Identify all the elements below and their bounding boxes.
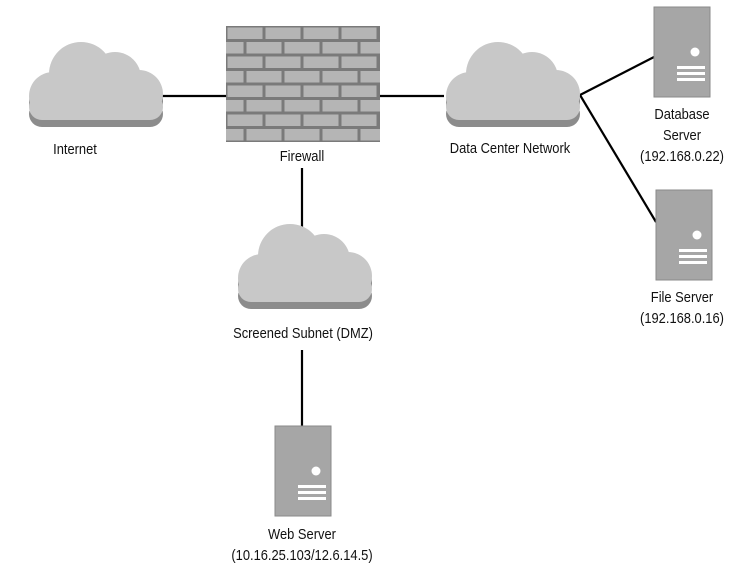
firewall-brick (246, 100, 282, 112)
firewall-brick (360, 42, 380, 54)
internet-cloud-icon (29, 42, 163, 127)
dmz-cloud-icon (238, 224, 372, 309)
firewall-brick (265, 114, 301, 126)
firewall-brick (341, 56, 377, 68)
file-server-label: File Server (192.168.0.16) (629, 287, 736, 329)
firewall-brick (322, 71, 358, 83)
firewall-brick (265, 56, 301, 68)
firewall-brick (341, 114, 377, 126)
data-center-cloud-icon (446, 42, 580, 127)
link-datacenter-fileserver (579, 94, 657, 223)
firewall-brick (303, 56, 339, 68)
firewall-brick (265, 85, 301, 97)
firewall-brick (360, 129, 380, 141)
firewall-brick (226, 71, 244, 83)
database-server-icon (653, 6, 711, 98)
firewall-brick (246, 42, 282, 54)
firewall-brick (246, 129, 282, 141)
firewall-brick (227, 114, 263, 126)
firewall-brick (227, 27, 263, 39)
firewall-brick (284, 100, 320, 112)
firewall-brick (360, 71, 380, 83)
link-datacenter-database (579, 56, 655, 96)
database-server-ip: (192.168.0.22) (640, 148, 724, 165)
firewall-brick (227, 56, 263, 68)
firewall-label: Firewall (279, 148, 325, 165)
firewall-brick (227, 85, 263, 97)
firewall-brick (246, 71, 282, 83)
internet-label: Internet (53, 141, 97, 158)
web-server-ip: (10.16.25.103/12.6.14.5) (231, 547, 373, 564)
database-server-label: Database Server (192.168.0.22) (629, 104, 736, 167)
firewall-brick (322, 129, 358, 141)
firewall-brick (341, 27, 377, 39)
data-center-network-label: Data Center Network (449, 140, 571, 157)
firewall-brick (226, 100, 244, 112)
firewall-brick (284, 42, 320, 54)
firewall-brick (226, 129, 244, 141)
web-server-icon (274, 425, 332, 517)
firewall-brick (322, 100, 358, 112)
firewall-brick (360, 100, 380, 112)
firewall-brick (265, 27, 301, 39)
firewall-brick (303, 114, 339, 126)
firewall-brick-wall-icon (226, 26, 380, 142)
file-server-ip: (192.168.0.16) (640, 310, 724, 327)
firewall-brick (303, 85, 339, 97)
firewall-brick (284, 71, 320, 83)
firewall-brick (341, 85, 377, 97)
firewall-brick (303, 27, 339, 39)
firewall-brick (284, 129, 320, 141)
dmz-label: Screened Subnet (DMZ) (233, 325, 373, 342)
web-server-label: Web Server (10.16.25.103/12.6.14.5) (190, 524, 414, 566)
firewall-brick (322, 42, 358, 54)
file-server-icon (655, 189, 713, 281)
firewall-brick (226, 42, 244, 54)
